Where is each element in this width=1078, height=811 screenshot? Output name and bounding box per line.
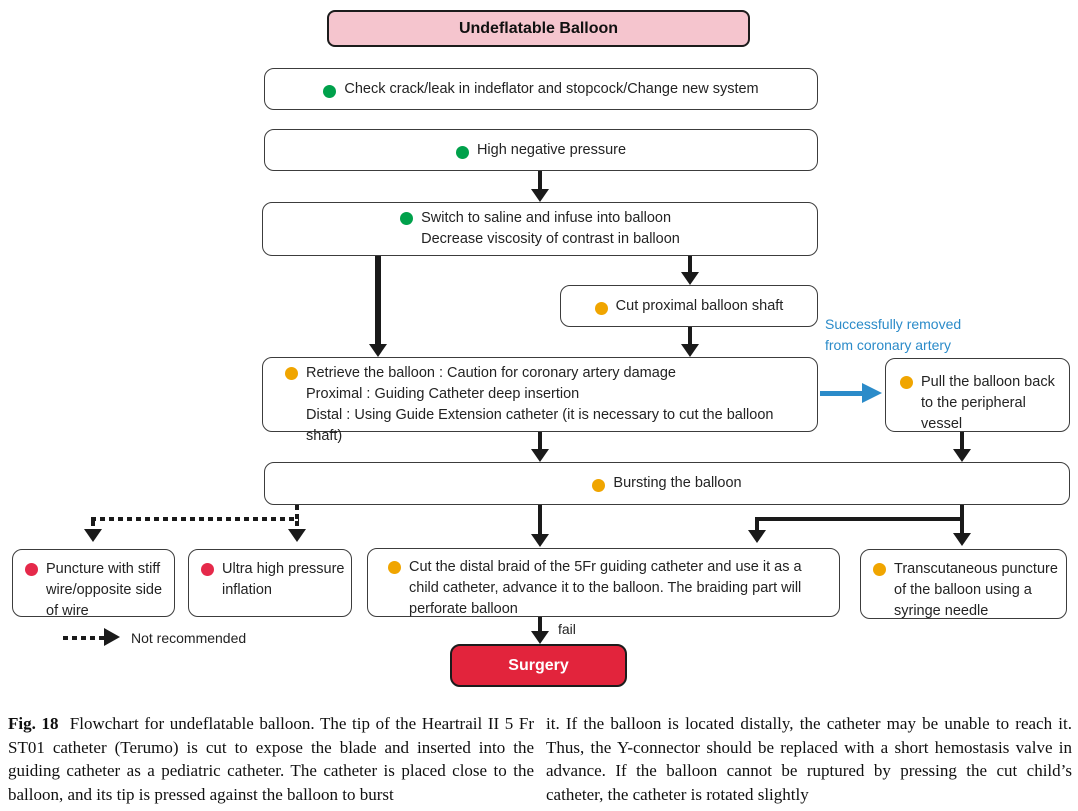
arrowhead-down-icon	[953, 449, 971, 462]
arrow-cutbraid-to-surgery	[538, 617, 542, 632]
node-puncture-stiff-wire-label: Puncture with stiff wire/opposite side o…	[46, 561, 163, 619]
node-bursting-balloon-label: Bursting the balloon	[613, 475, 742, 491]
node-cut-distal-braid-label: Cut the distal braid of the 5Fr guiding …	[409, 559, 802, 617]
node-saline-line1: Switch to saline and infuse into balloon	[421, 210, 672, 226]
arrow-bursting-to-cutbraid	[538, 505, 542, 535]
legend-not-recommended-label: Not recommended	[131, 630, 247, 646]
node-high-negative-pressure-label: High negative pressure	[476, 141, 627, 158]
node-pull-balloon-back-label: Pull the balloon back to the peripheral …	[921, 374, 1055, 432]
orange-bullet-icon	[900, 376, 913, 389]
success-removed-line2: from coronary artery	[825, 337, 952, 353]
node-check-crack-label: Check crack/leak in indeflator and stopc…	[344, 80, 759, 97]
figure-caption-left: Fig. 18 Flowchart for undeflatable ballo…	[8, 712, 534, 806]
arrowhead-down-icon	[531, 534, 549, 547]
figure-number-label: Fig. 18	[8, 714, 59, 733]
dashed-line-puncture-down	[91, 521, 95, 529]
branch-line-right	[755, 517, 964, 521]
orange-bullet-icon	[592, 479, 606, 492]
arrowhead-down-icon	[369, 344, 387, 357]
node-cut-proximal-shaft-label: Cut proximal balloon shaft	[615, 297, 784, 314]
orange-bullet-icon	[285, 367, 298, 380]
figure-caption-left-text: Flowchart for undeflatable balloon. The …	[8, 714, 535, 804]
green-bullet-icon	[400, 212, 414, 225]
node-retrieve-line2: Proximal : Guiding Catheter deep inserti…	[306, 386, 580, 402]
success-removed-line1: Successfully removed	[825, 316, 962, 332]
node-high-negative-pressure: High negative pressure	[264, 129, 818, 171]
node-transcutaneous-puncture-label: Transcutaneous puncture of the balloon u…	[894, 561, 1058, 619]
node-retrieve-balloon: Retrieve the balloon : Caution for coron…	[262, 357, 818, 444]
node-retrieve-line3: Distal : Using Guide Extension catheter …	[306, 407, 774, 444]
arrowhead-down-icon	[748, 530, 766, 543]
flowchart-title: Undeflatable Balloon	[458, 20, 619, 37]
arrowhead-right-icon	[862, 383, 882, 403]
arrowhead-down-icon	[531, 189, 549, 202]
arrow-saline-to-cutshaft	[688, 256, 692, 273]
node-cut-distal-braid: Cut the distal braid of the 5Fr guiding …	[367, 548, 840, 617]
blue-arrow-retrieve-to-pullback	[820, 391, 862, 396]
node-undeflatable-balloon: Undeflatable Balloon	[327, 10, 750, 47]
arrowhead-down-icon	[531, 449, 549, 462]
success-removed-label: Successfully removed from coronary arter…	[825, 314, 985, 356]
red-bullet-icon	[25, 563, 38, 576]
arrowhead-down-icon	[681, 272, 699, 285]
node-puncture-stiff-wire: Puncture with stiff wire/opposite side o…	[12, 549, 175, 619]
arrow-retrieve-to-bursting	[538, 432, 542, 450]
green-bullet-icon	[455, 145, 469, 159]
arrow-negative-to-saline	[538, 171, 542, 191]
green-bullet-icon	[323, 84, 337, 98]
node-check-crack: Check crack/leak in indeflator and stopc…	[264, 68, 818, 110]
node-saline-line2: Decrease viscosity of contrast in balloo…	[421, 231, 680, 247]
node-switch-to-saline: Switch to saline and infuse into balloon…	[262, 202, 818, 256]
arrow-cutshaft-to-retrieve	[688, 327, 692, 345]
fail-label: fail	[558, 621, 576, 637]
arrowhead-down-icon	[288, 529, 306, 542]
arrowhead-down-icon	[953, 533, 971, 546]
red-bullet-icon	[201, 563, 214, 576]
arrowhead-down-icon	[531, 631, 549, 644]
dashed-line-left	[91, 517, 299, 521]
node-ultra-high-pressure-label: Ultra high pressure inflation	[222, 561, 345, 598]
legend-dashed-line	[63, 636, 105, 640]
figure-caption-right: it. If the balloon is located distally, …	[546, 712, 1072, 806]
dashed-line-ultra-down	[295, 521, 299, 529]
arrow-pullback-to-bursting	[960, 432, 964, 450]
dashed-line-bursting-down	[295, 505, 299, 519]
branch-drop-left	[755, 517, 759, 531]
node-transcutaneous-puncture: Transcutaneous puncture of the balloon u…	[860, 549, 1067, 619]
orange-bullet-icon	[388, 561, 401, 574]
node-bursting-balloon: Bursting the balloon	[264, 462, 1070, 505]
node-retrieve-line1: Retrieve the balloon : Caution for coron…	[306, 365, 676, 381]
figure-caption-right-text: it. If the balloon is located distally, …	[546, 714, 1072, 804]
orange-bullet-icon	[873, 563, 886, 576]
node-surgery: Surgery	[450, 644, 627, 687]
arrowhead-down-icon	[84, 529, 102, 542]
node-cut-proximal-shaft: Cut proximal balloon shaft	[560, 285, 818, 327]
arrow-saline-to-retrieve	[375, 256, 381, 345]
orange-bullet-icon	[594, 301, 608, 315]
node-pull-balloon-back: Pull the balloon back to the peripheral …	[885, 358, 1070, 432]
node-surgery-label: Surgery	[508, 657, 569, 674]
arrowhead-down-icon	[681, 344, 699, 357]
arrowhead-right-icon	[104, 628, 120, 646]
node-ultra-high-pressure: Ultra high pressure inflation	[188, 549, 352, 617]
